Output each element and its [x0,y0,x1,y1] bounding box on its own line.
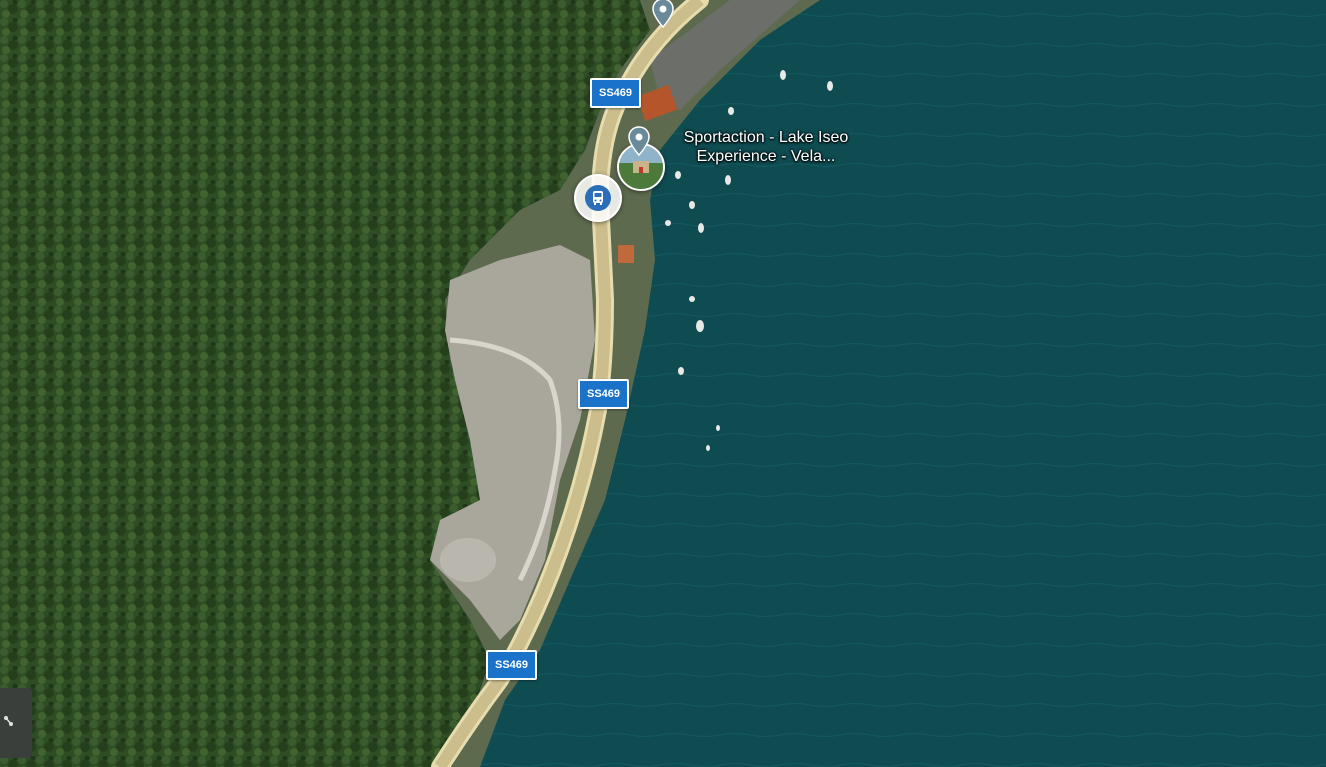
road-shield-ss469[interactable]: SS469 [486,650,538,680]
layers-icon [4,716,13,726]
building-roof [618,245,634,263]
poi-photo-thumbnail[interactable] [617,143,665,191]
gravel-pile [440,538,496,582]
place-pin-icon[interactable] [652,0,674,28]
road-shield-ss469[interactable]: SS469 [590,78,642,108]
poi-name-line1: Sportaction - Lake Iseo [683,129,849,146]
forest-area [0,0,650,767]
road-shield-ss469[interactable]: SS469 [578,379,630,409]
poi-name-line2: Experience - Vela... [696,148,836,165]
boats [665,70,833,451]
bus-stop-icon [585,185,611,211]
quarry-track [449,337,562,582]
layer-toggle-button[interactable] [0,688,32,758]
place-pin-icon[interactable] [628,126,650,156]
tunnel-gallery [650,0,800,110]
poi-label-sportaction[interactable]: Sportaction - Lake Iseo Experience - Vel… [666,128,866,166]
bus-stop-marker[interactable] [574,174,622,222]
building-roof [636,84,678,122]
